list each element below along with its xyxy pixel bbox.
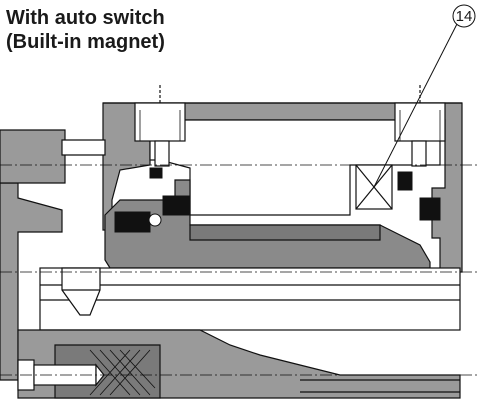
diagram-title: With auto switch (Built-in magnet) (6, 6, 165, 54)
end-cap (0, 129, 106, 381)
callout-14: 14 (373, 4, 476, 188)
title-line-1: With auto switch (6, 7, 165, 29)
title-line-2: (Built-in magnet) (6, 31, 165, 53)
callout-circle (452, 4, 476, 28)
callout-leader-line (373, 21, 459, 188)
seals (114, 167, 441, 233)
rod-end-section (17, 329, 461, 399)
port-left (134, 85, 186, 167)
piston-rod (39, 267, 461, 331)
port-right (394, 85, 446, 167)
callout-number: 14 (456, 8, 473, 25)
rod-nut (61, 267, 101, 316)
